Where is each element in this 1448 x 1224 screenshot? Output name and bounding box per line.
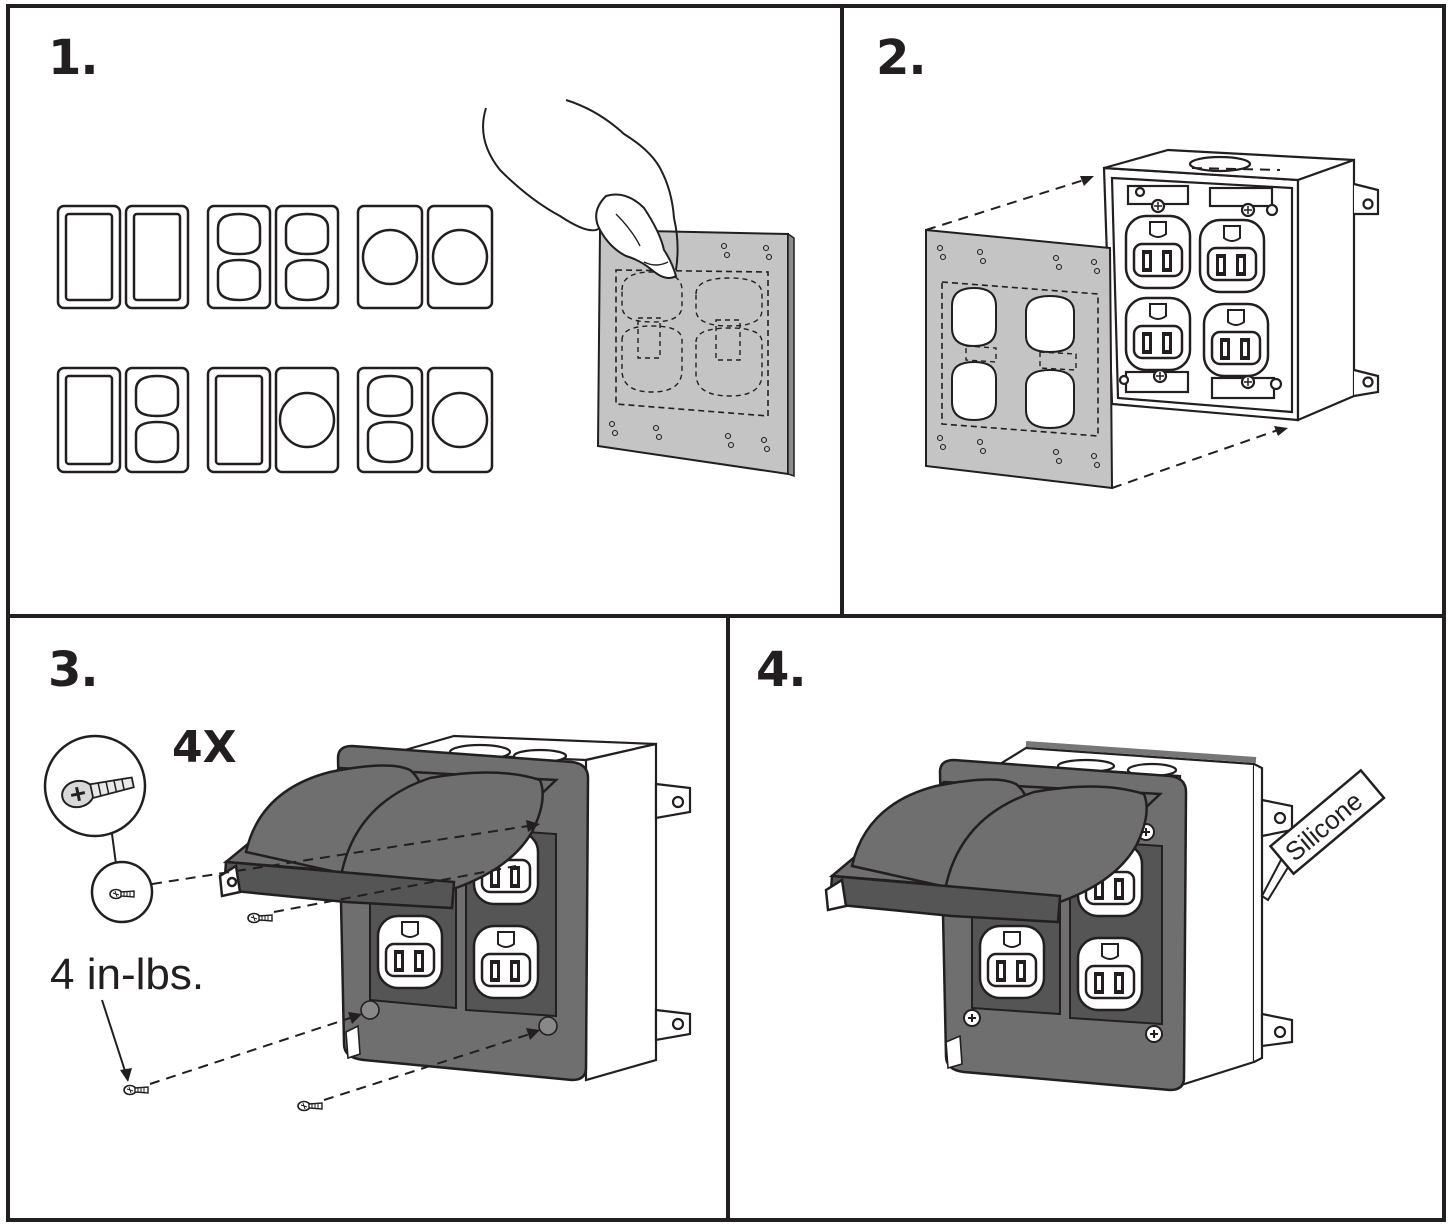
cover-lid [218,764,559,910]
gasket-plate-2 [925,228,1114,490]
insert-blank-4 [206,366,272,474]
insert-duplex-1 [206,204,272,310]
torque-spec: 4 in-lbs. [50,950,205,999]
panel-borders [6,4,1446,1222]
insert-single-3 [274,366,340,474]
panel-3 [43,734,692,1112]
step-3-number: 3. [48,642,99,698]
panel-2 [925,148,1380,490]
silicone-tube: Silicone [1260,768,1386,902]
panel-4: Silicone [824,741,1386,1092]
step-4-number: 4. [756,642,807,698]
screw-detail-callout [43,734,154,924]
insert-blank-3 [56,366,122,474]
gasket-plate [596,228,795,478]
insert-blank-2 [124,204,190,310]
screw-quantity: 4X [172,722,237,773]
step-2-number: 2. [876,30,927,86]
assembly-arrows-2 [925,167,1281,489]
step-1-number: 1. [48,30,99,86]
insert-single-1 [356,204,424,310]
cover-lid-4 [824,778,1163,924]
panel-1 [56,99,795,478]
hand-illustration [482,99,679,279]
insert-duplex-4 [356,366,424,474]
insert-duplex-3 [124,366,190,474]
insert-single-2 [426,204,494,310]
insert-single-4 [426,366,494,474]
insert-blank-1 [56,204,122,310]
assembly-arrows-3 [149,825,531,1101]
insert-duplex-2 [274,204,340,310]
